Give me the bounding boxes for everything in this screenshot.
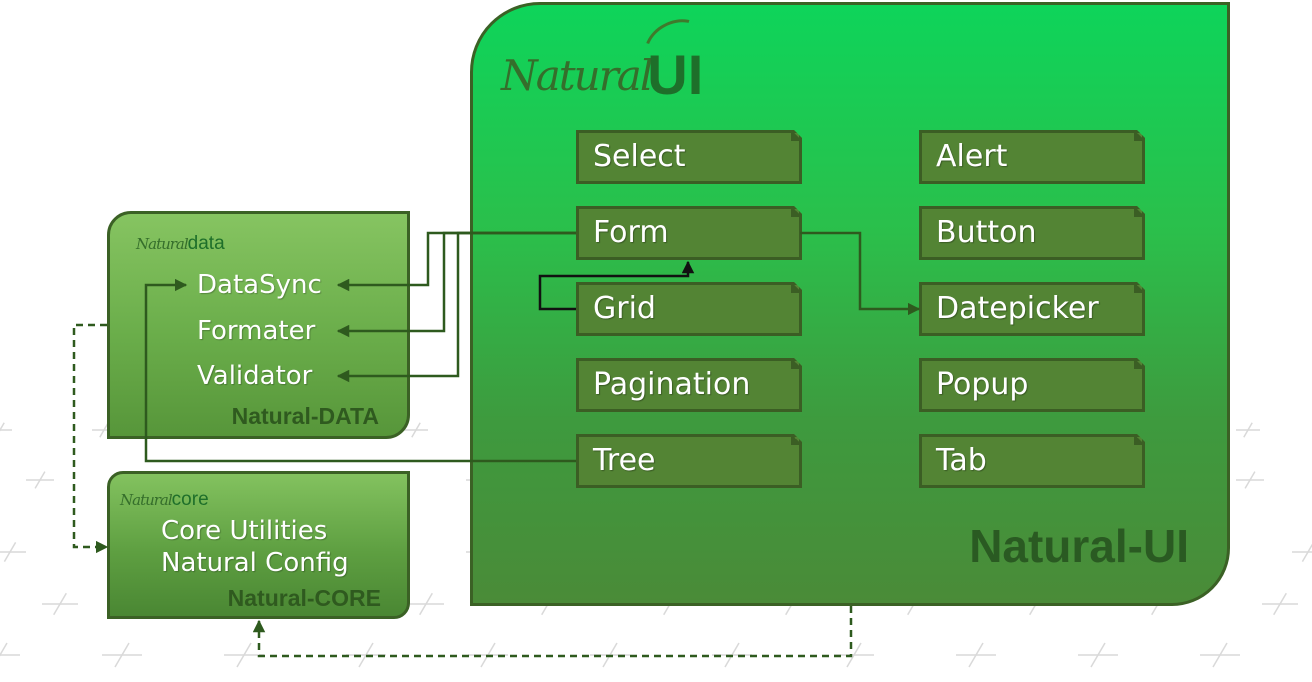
cross-mark <box>1262 592 1298 616</box>
cross-mark <box>102 642 142 668</box>
cross-mark <box>590 642 630 668</box>
natural-ui-logo: NaturalUI <box>501 8 718 103</box>
cross-mark <box>0 542 26 562</box>
module-select[interactable]: Select <box>576 130 802 184</box>
natural-core-logo: Naturalcore <box>120 489 209 510</box>
natural-data-label: Natural-DATA <box>231 403 379 429</box>
module-alert[interactable]: Alert <box>919 130 1145 184</box>
module-datepicker[interactable]: Datepicker <box>919 282 1145 336</box>
module-button[interactable]: Button <box>919 206 1145 260</box>
natural-data-logo: Naturaldata <box>136 233 225 254</box>
cross-mark <box>1236 471 1264 489</box>
data-item-datasync: DataSync <box>197 270 322 300</box>
natural-ui-label: Natural-UI <box>969 520 1189 572</box>
cross-mark <box>1292 543 1312 562</box>
cross-mark <box>468 642 508 668</box>
cross-mark <box>224 642 264 668</box>
module-pagination[interactable]: Pagination <box>576 358 802 412</box>
cross-mark <box>346 642 386 668</box>
cross-mark <box>712 642 752 668</box>
cross-mark <box>1236 422 1260 438</box>
natural-core-label: Natural-CORE <box>227 585 381 611</box>
cross-mark <box>42 592 78 616</box>
cross-mark <box>0 422 12 432</box>
module-popup[interactable]: Popup <box>919 358 1145 412</box>
core-item-config: Natural Config <box>161 548 349 578</box>
cross-mark <box>0 642 20 657</box>
module-grid[interactable]: Grid <box>576 282 802 336</box>
data-item-validator: Validator <box>197 361 313 391</box>
cross-mark <box>956 642 996 668</box>
module-tree[interactable]: Tree <box>576 434 802 488</box>
module-form[interactable]: Form <box>576 206 802 260</box>
natural-core-panel: Naturalcore Natural-CORE <box>107 471 410 619</box>
cross-mark <box>408 592 444 616</box>
cross-mark <box>26 471 54 489</box>
cross-mark <box>1078 642 1118 668</box>
cross-mark <box>1200 642 1240 668</box>
module-tab[interactable]: Tab <box>919 434 1145 488</box>
cross-mark <box>834 642 874 668</box>
data-item-formater: Formater <box>197 316 316 346</box>
core-item-utilities: Core Utilities <box>161 516 328 546</box>
